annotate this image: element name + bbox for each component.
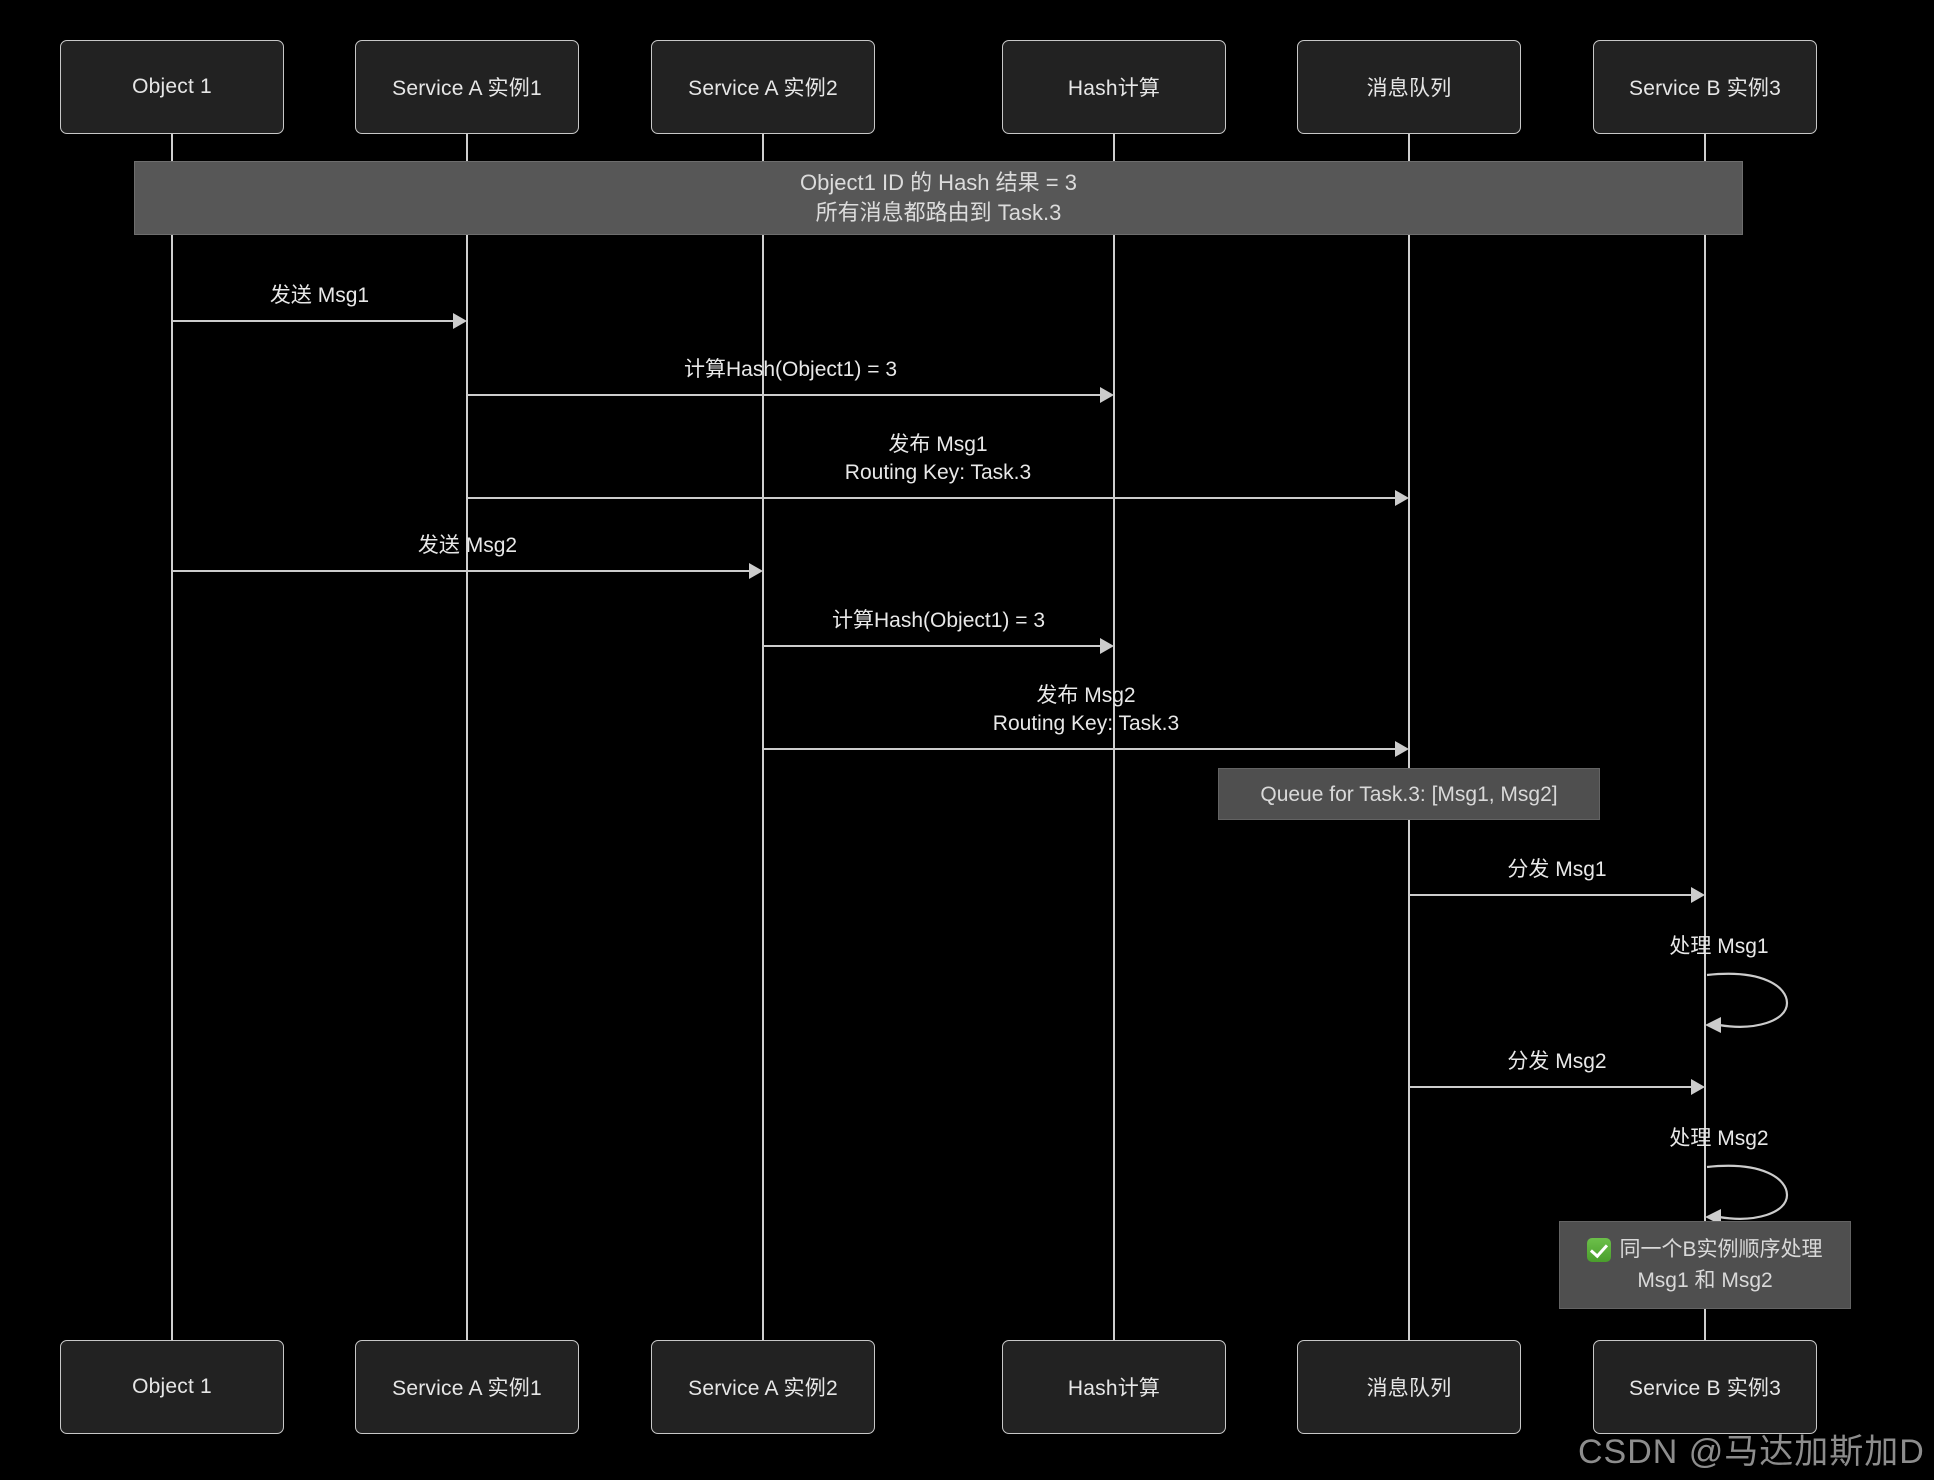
span-note-banner: Object1 ID 的 Hash 结果 = 3 所有消息都路由到 Task.3 [134,161,1743,235]
arrow-head-m8 [1691,1079,1705,1095]
participant-label: Service A 实例2 [688,77,838,100]
lifeline-svcA1 [466,134,468,1340]
note-queue-note: Queue for Task.3: [Msg1, Msg2] [1218,768,1600,820]
note-order-note: 同一个B实例顺序处理 Msg1 和 Msg2 [1559,1221,1851,1309]
arrow-head-m5 [1100,638,1114,654]
message-label-m1: 发送 Msg1 [269,284,370,307]
participant-label: 消息队列 [1366,1377,1452,1400]
note-line: Queue for Task.3: [Msg1, Msg2] [1260,782,1558,806]
message-label-m6: 发布 Msg2 Routing Key: Task.3 [992,684,1180,735]
lifeline-mq [1408,134,1410,1340]
self-message-label-s2: 处理 Msg2 [1669,1127,1769,1150]
arrow-head-m3 [1395,490,1409,506]
lifeline-svcB3 [1704,134,1706,1340]
message-line-m3 [467,497,1397,499]
message-line-m7 [1409,894,1693,896]
message-line-m5 [763,645,1102,647]
participant-label: Service A 实例2 [688,1377,838,1400]
participant-label: Service B 实例3 [1629,77,1781,100]
participant-svcA2-top[interactable]: Service A 实例2 [651,40,875,134]
participant-label: Object 1 [132,75,212,98]
message-line-m2 [467,394,1102,396]
span-note-line-2: 所有消息都路由到 Task.3 [815,200,1062,225]
arrow-head-m4 [749,563,763,579]
note-line: Msg1 和 Msg2 [1637,1269,1773,1292]
participant-hash-bottom[interactable]: Hash计算 [1002,1340,1226,1434]
participant-label: Object 1 [132,1375,212,1398]
arrow-head-m2 [1100,387,1114,403]
participant-svcB3-bottom[interactable]: Service B 实例3 [1593,1340,1817,1434]
self-message-label-s1: 处理 Msg1 [1669,935,1769,958]
message-line-m8 [1409,1086,1693,1088]
participant-label: Hash计算 [1067,77,1161,100]
note-text: 同一个B实例顺序处理 [1619,1238,1823,1261]
message-label-m4: 发送 Msg2 [417,534,518,557]
participant-hash-top[interactable]: Hash计算 [1002,40,1226,134]
participant-label: Hash计算 [1067,1377,1161,1400]
watermark: CSDN @马达加斯加D [1578,1433,1925,1471]
lifeline-object1 [171,134,173,1340]
arrow-head-m1 [453,313,467,329]
message-line-m4 [172,570,751,572]
participant-label: Service B 实例3 [1629,1377,1781,1400]
lifeline-svcA2 [762,134,764,1340]
participant-label: Service A 实例1 [392,1377,542,1400]
message-line-m6 [763,748,1397,750]
message-line-m1 [172,320,455,322]
participant-svcA1-top[interactable]: Service A 实例1 [355,40,579,134]
note-line: 同一个B实例顺序处理 [1587,1234,1823,1265]
participant-svcA2-bottom[interactable]: Service A 实例2 [651,1340,875,1434]
lifeline-hash [1113,134,1115,1340]
message-label-m2: 计算Hash(Object1) = 3 [684,358,897,381]
message-label-m3: 发布 Msg1 Routing Key: Task.3 [844,433,1032,484]
message-label-m5: 计算Hash(Object1) = 3 [832,609,1045,632]
message-label-m7: 分发 Msg1 [1507,858,1607,881]
participant-mq-bottom[interactable]: 消息队列 [1297,1340,1521,1434]
arrow-head-m6 [1395,741,1409,757]
participant-object1-top[interactable]: Object 1 [60,40,284,134]
span-note-line-1: Object1 ID 的 Hash 结果 = 3 [800,170,1077,195]
participant-object1-bottom[interactable]: Object 1 [60,1340,284,1434]
self-loop-s1 [1705,972,1789,1033]
participant-label: Service A 实例1 [392,77,542,100]
participant-svcA1-bottom[interactable]: Service A 实例1 [355,1340,579,1434]
arrow-head-m7 [1691,887,1705,903]
participant-mq-top[interactable]: 消息队列 [1297,40,1521,134]
message-label-m8: 分发 Msg2 [1507,1050,1607,1073]
participant-label: 消息队列 [1366,77,1452,100]
participant-svcB3-top[interactable]: Service B 实例3 [1593,40,1817,134]
check-icon [1587,1237,1612,1262]
